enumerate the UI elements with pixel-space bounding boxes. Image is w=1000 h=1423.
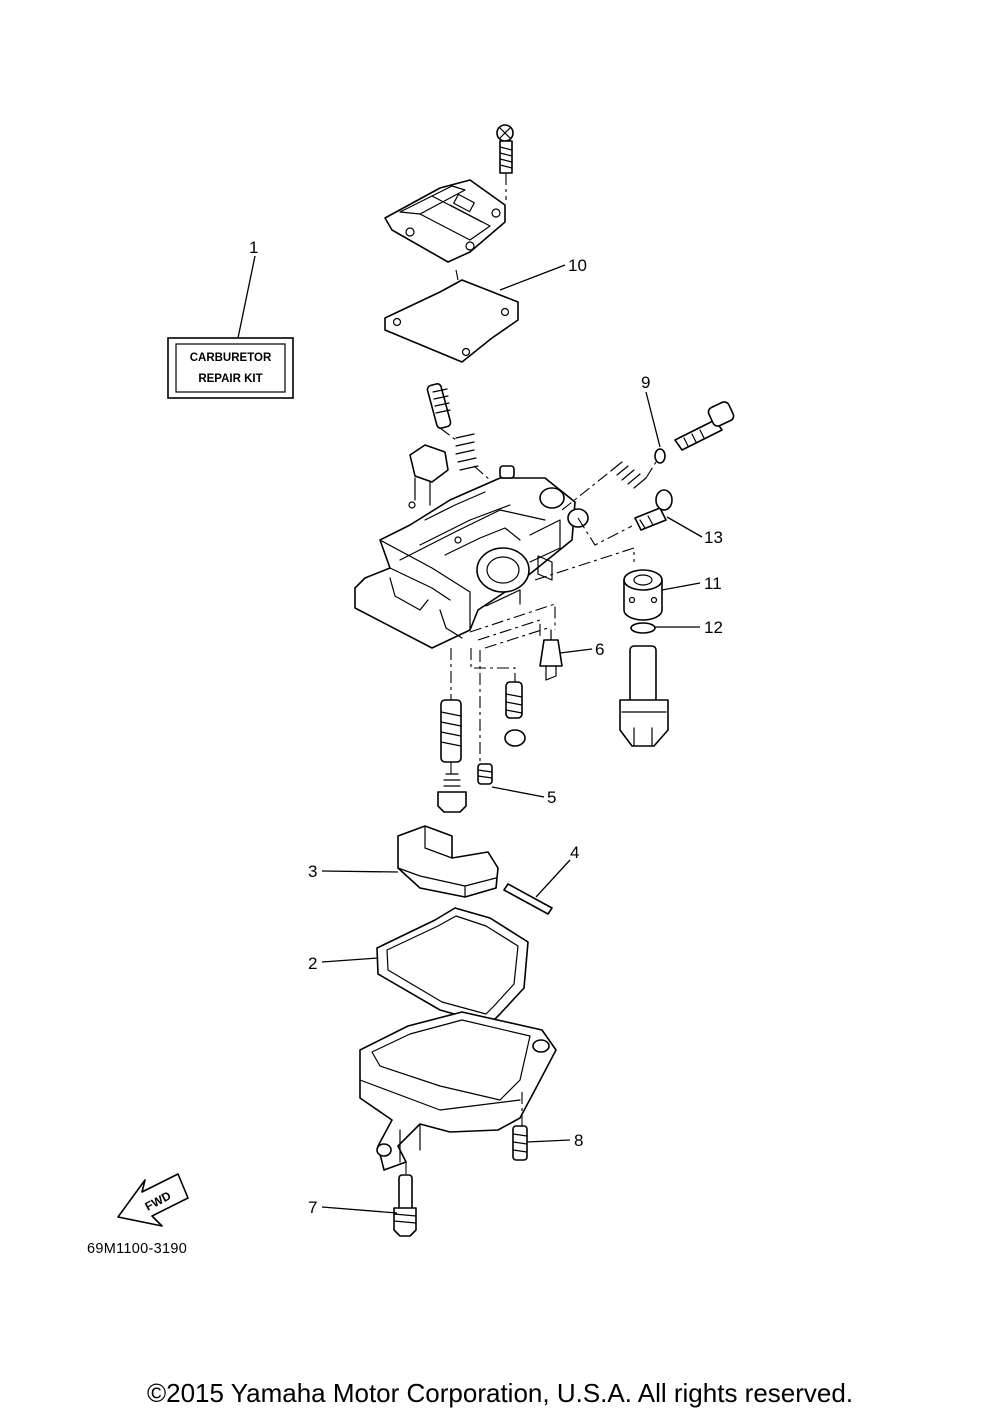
starter-plunger (619, 645, 669, 747)
diagram-code: 69M1100-3190 (87, 1241, 188, 1257)
float (397, 825, 499, 898)
cover-gasket (384, 279, 519, 363)
drain-screw (393, 1174, 417, 1237)
callout-5: 5 (547, 788, 556, 807)
float-needle (539, 629, 563, 681)
float-chamber-screw (512, 1125, 528, 1161)
pilot-jet-assembly (504, 681, 526, 747)
kit-label-line1: CARBURETOR (190, 352, 272, 364)
carburetor-top-cover (384, 179, 506, 263)
callout-13: 13 (704, 528, 723, 547)
starter-plunger-cap (623, 569, 663, 621)
top-cover-screw (496, 124, 514, 200)
callout-6: 6 (595, 640, 604, 659)
fuel-fitting (634, 489, 673, 531)
pilot-screw (426, 383, 479, 471)
idle-adjust-screw (611, 401, 735, 489)
callout-2: 2 (308, 954, 317, 973)
kit-label-line2: REPAIR KIT (198, 373, 262, 385)
callout-7: 7 (308, 1198, 317, 1217)
carburetor-repair-kit-label: CARBURETOR REPAIR KIT (167, 337, 294, 399)
callout-4: 4 (570, 843, 579, 862)
copyright-notice: ©2015 Yamaha Motor Corporation, U.S.A. A… (146, 1378, 854, 1408)
callout-8: 8 (574, 1131, 583, 1150)
callout-11: 11 (704, 574, 722, 593)
callout-1: 1 (249, 238, 258, 257)
jet-plug-screw (477, 763, 493, 785)
callout-10: 10 (568, 256, 587, 275)
callout-3: 3 (308, 862, 317, 881)
float-chamber-gasket (376, 907, 529, 1025)
float-pin (503, 883, 553, 915)
callout-9: 9 (641, 373, 650, 392)
float-chamber (359, 1011, 557, 1171)
callout-12: 12 (704, 618, 723, 637)
forward-direction-arrow: FWD (117, 1173, 189, 1227)
plunger-o-ring (630, 622, 656, 634)
carburetor-body (354, 444, 589, 649)
main-jet-assembly (437, 699, 467, 813)
